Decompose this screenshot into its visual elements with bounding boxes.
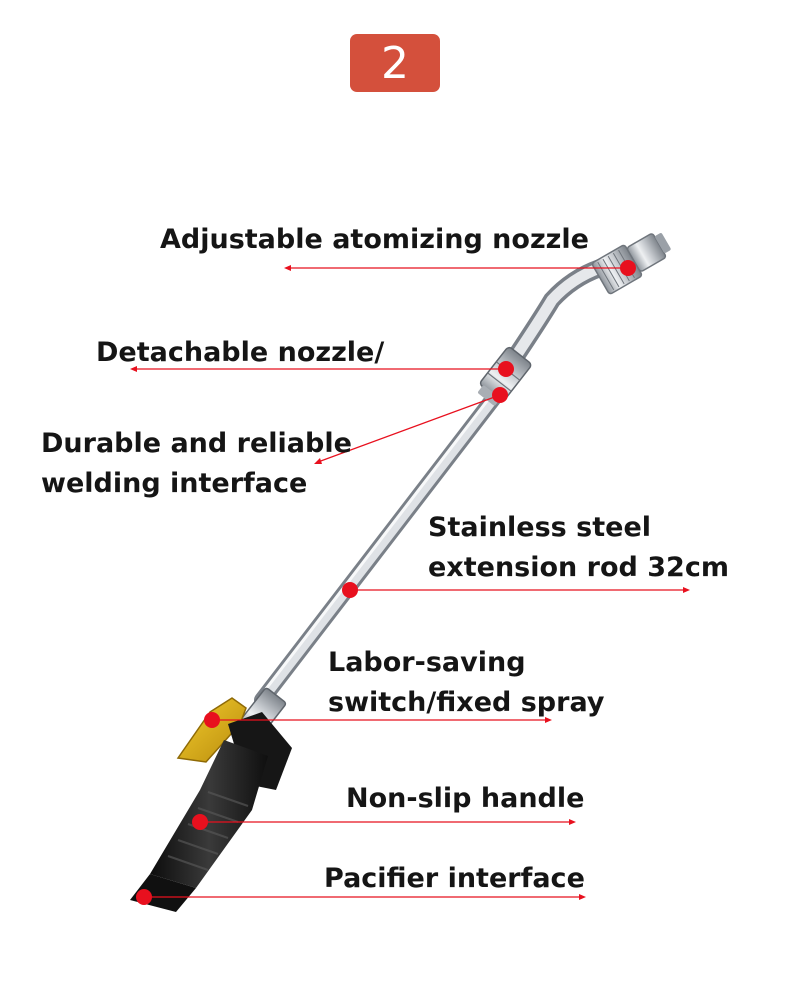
- callout-rod-line-2: extension rod 32cm: [428, 552, 729, 583]
- callout-detachable: Detachable nozzle/: [96, 333, 384, 373]
- callout-pacifier-line-1: Pacifier interface: [324, 863, 585, 894]
- callout-switch-line-2: switch/fixed spray: [328, 687, 605, 718]
- adjustable-nozzle: [591, 233, 671, 295]
- nozzle-tube: [503, 259, 609, 371]
- marker-rod: [342, 582, 358, 598]
- callout-welding-line-2: welding interface: [41, 468, 308, 499]
- leader-line-welding: [317, 394, 501, 463]
- callout-rod: Stainless steel extension rod 32cm: [428, 508, 729, 588]
- callout-welding-line-1: Durable and reliable: [41, 428, 352, 459]
- extension-rod: [254, 382, 508, 708]
- callout-welding: Durable and reliable welding interface: [41, 424, 352, 504]
- callout-handle-line-1: Non-slip handle: [346, 783, 585, 814]
- callout-switch: Labor-saving switch/fixed spray: [328, 643, 604, 723]
- callout-rod-line-1: Stainless steel: [428, 512, 652, 543]
- callout-markers: [136, 260, 636, 905]
- marker-detachable: [498, 361, 514, 377]
- marker-nozzle: [620, 260, 636, 276]
- callout-detachable-line-1: Detachable nozzle/: [96, 337, 385, 368]
- callout-nozzle: Adjustable atomizing nozzle: [160, 220, 589, 260]
- callout-pacifier: Pacifier interface: [324, 859, 585, 899]
- callout-switch-line-1: Labor-saving: [328, 647, 526, 678]
- leader-lines: [130, 265, 690, 900]
- marker-handle: [192, 814, 208, 830]
- callout-handle: Non-slip handle: [346, 779, 584, 819]
- marker-welding: [492, 387, 508, 403]
- callout-nozzle-line-1: Adjustable atomizing nozzle: [160, 224, 589, 255]
- step-number-badge: 2: [350, 34, 440, 92]
- marker-switch: [204, 712, 220, 728]
- marker-pacifier: [136, 889, 152, 905]
